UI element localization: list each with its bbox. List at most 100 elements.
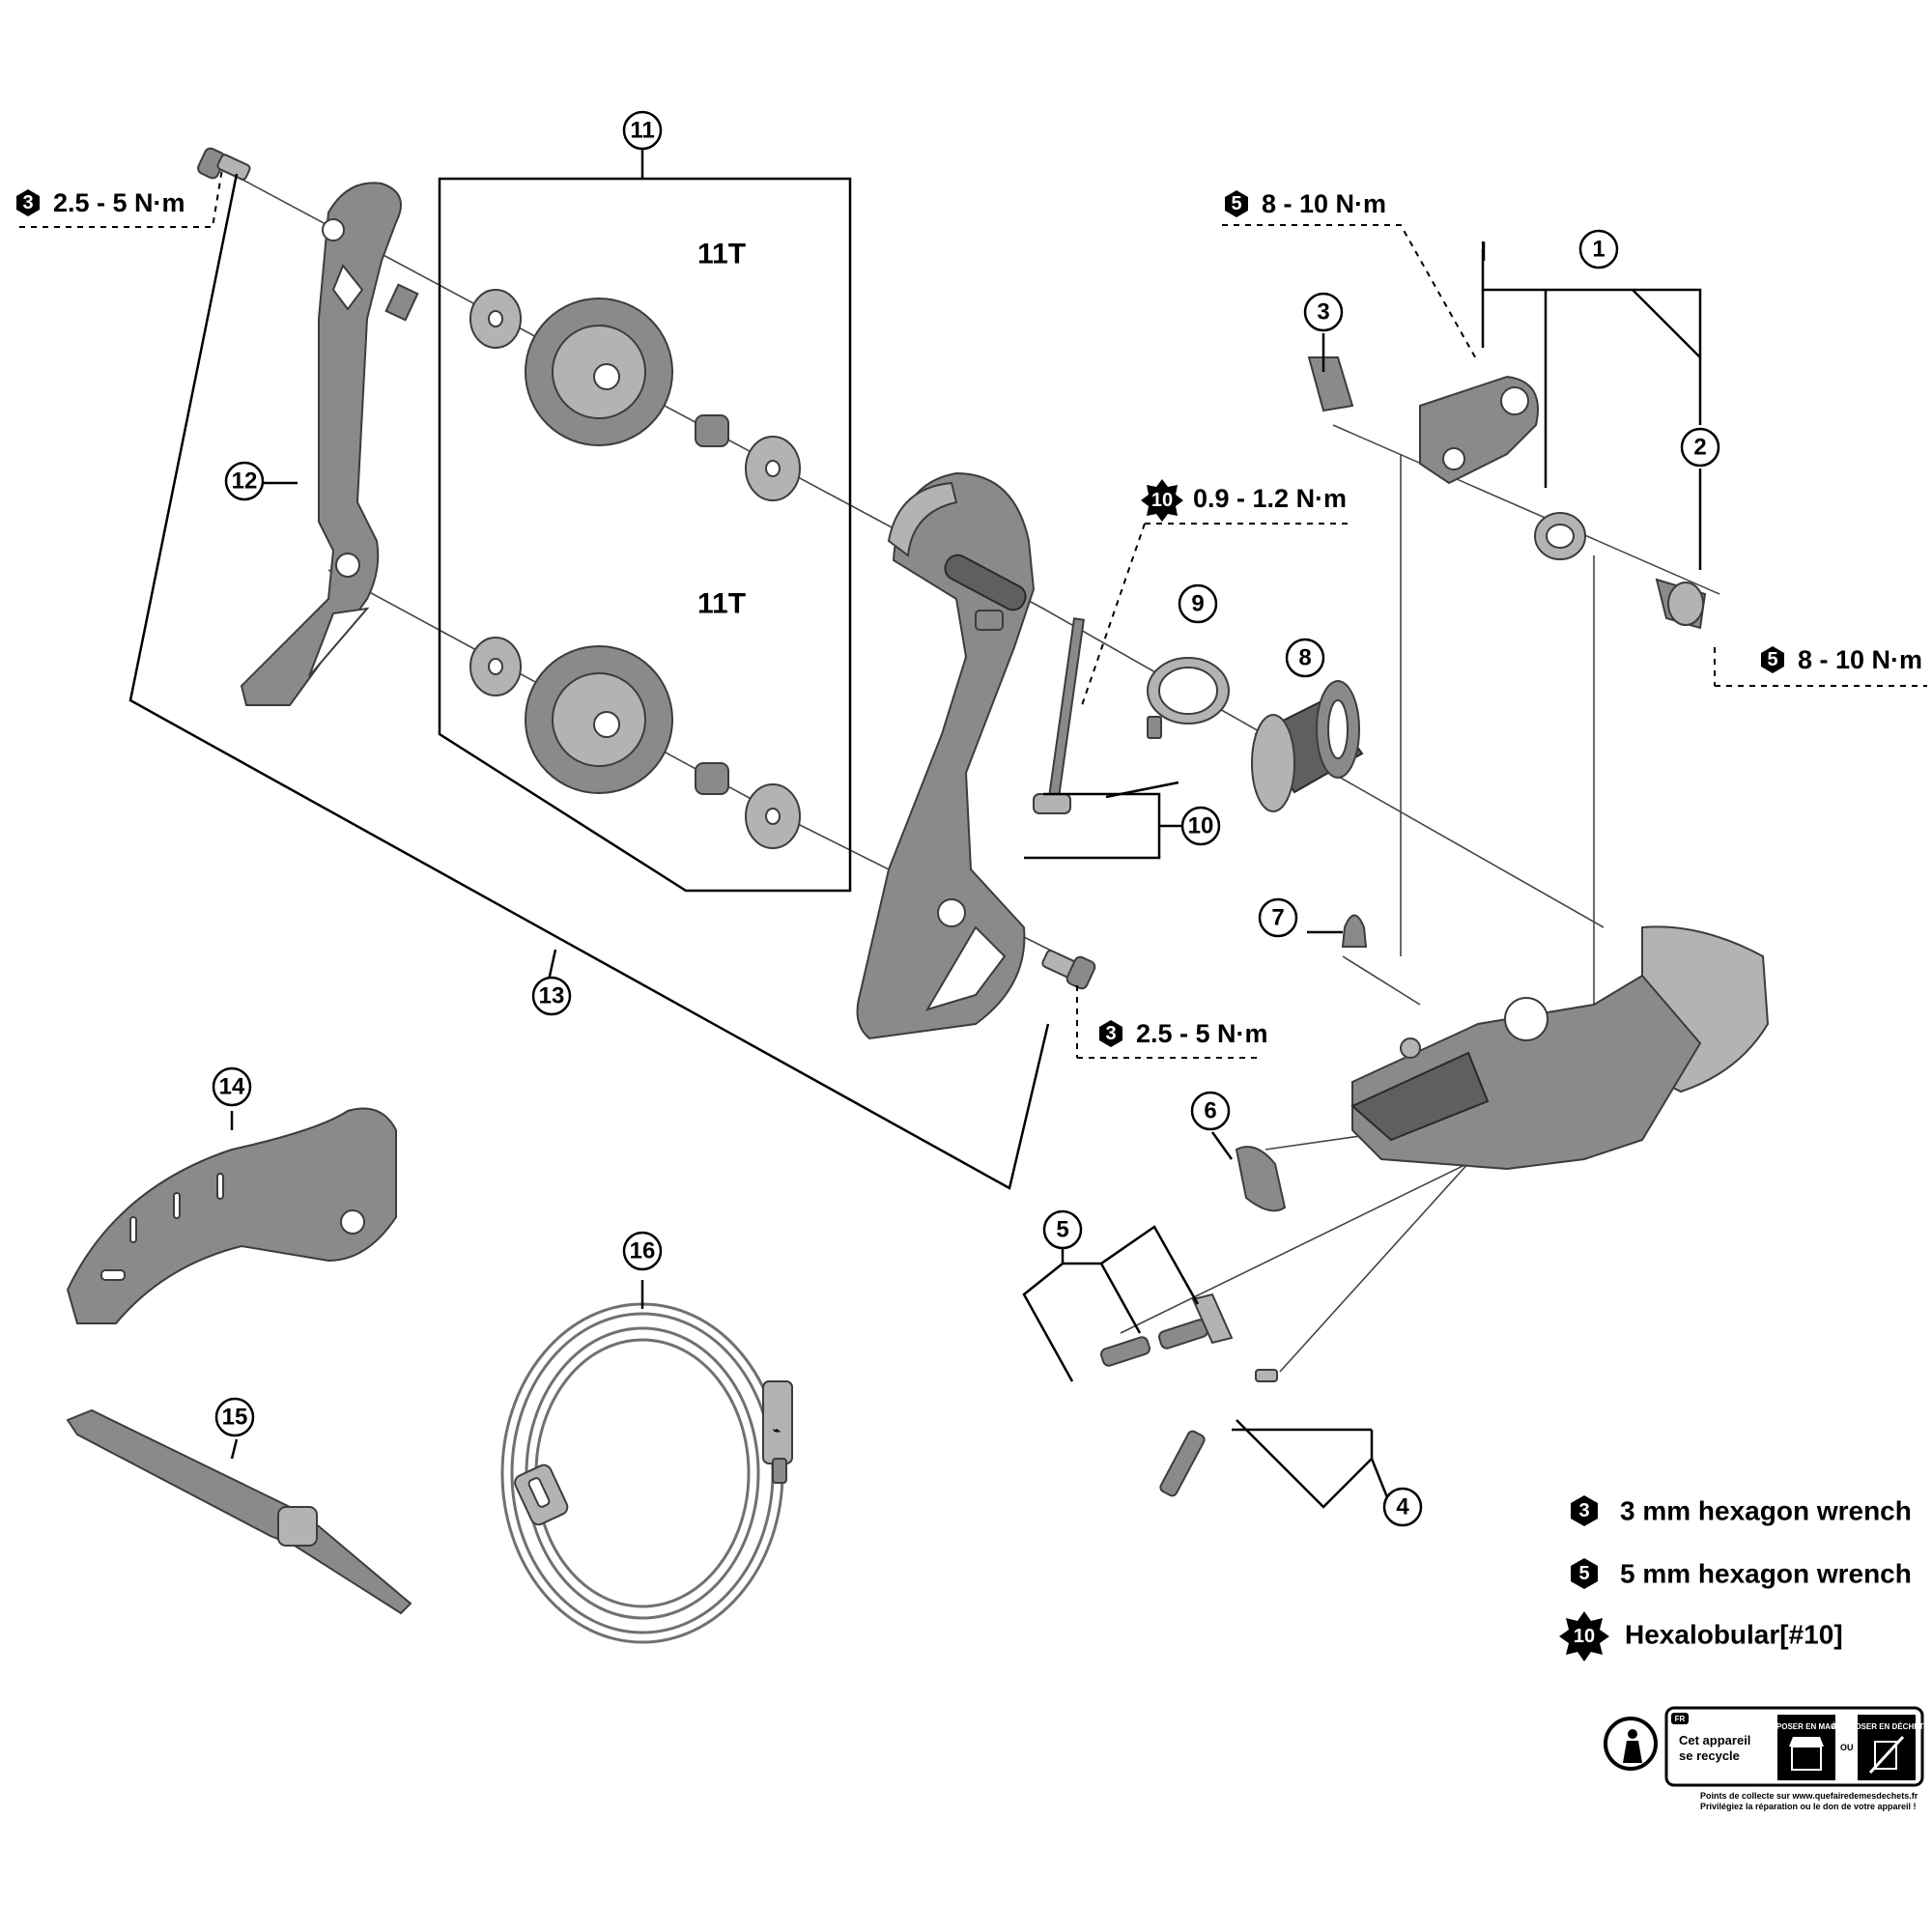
svg-text:13: 13 bbox=[539, 983, 565, 1009]
legend-item-hexalobular: 10 Hexalobular[#10] bbox=[1559, 1611, 1843, 1662]
svg-text:1: 1 bbox=[1592, 237, 1605, 263]
svg-text:5: 5 bbox=[1578, 1563, 1589, 1584]
svg-text:Hexalobular[#10]: Hexalobular[#10] bbox=[1625, 1620, 1843, 1650]
callout-6: 6 bbox=[1190, 1091, 1231, 1131]
tension-screw-10 bbox=[1033, 617, 1085, 814]
legend-item-3mm: 3 3 mm hexagon wrench bbox=[1571, 1495, 1912, 1526]
leader-lines bbox=[128, 150, 1702, 1509]
torque-right: 5 8 - 10 N·m bbox=[1761, 645, 1922, 674]
svg-text:5: 5 bbox=[1056, 1217, 1068, 1243]
hexalobular-icon bbox=[1141, 479, 1183, 522]
svg-text:16: 16 bbox=[630, 1238, 656, 1264]
torque-top-left: 3 2.5 - 5 N·m bbox=[16, 188, 185, 217]
torque-top-right: 5 8 - 10 N·m bbox=[1225, 189, 1386, 218]
svg-text:5: 5 bbox=[1231, 193, 1241, 214]
callout-16: 16 bbox=[622, 1231, 663, 1271]
svg-text:À DÉPOSER EN DÉCHÈTERIE: À DÉPOSER EN DÉCHÈTERIE bbox=[1832, 1722, 1932, 1731]
svg-text:10: 10 bbox=[1151, 490, 1173, 511]
svg-text:5 mm hexagon wrench: 5 mm hexagon wrench bbox=[1620, 1559, 1912, 1589]
svg-text:10: 10 bbox=[1188, 813, 1214, 839]
svg-text:11: 11 bbox=[630, 118, 654, 144]
no-trash-icon bbox=[1868, 1735, 1905, 1775]
torque-bottom: 3 2.5 - 5 N·m bbox=[1099, 1019, 1268, 1048]
ring-9 bbox=[1147, 657, 1230, 739]
svg-text:8 - 10 N·m: 8 - 10 N·m bbox=[1798, 645, 1922, 674]
chain-guide bbox=[66, 1107, 397, 1324]
svg-text:2: 2 bbox=[1693, 435, 1706, 461]
svg-text:3: 3 bbox=[1317, 299, 1329, 326]
cage-bolt-bottom bbox=[1041, 950, 1096, 990]
recycle-person-icon bbox=[1604, 1717, 1658, 1771]
callout-14: 14 bbox=[212, 1066, 252, 1107]
svg-text:14: 14 bbox=[219, 1074, 245, 1100]
b-tension-parts bbox=[1307, 356, 1707, 630]
svg-text:3: 3 bbox=[1105, 1023, 1116, 1044]
svg-text:12: 12 bbox=[232, 469, 258, 495]
callout-1: 1 bbox=[1578, 229, 1619, 270]
cage-bolt-top bbox=[197, 147, 251, 181]
svg-text:0.9 - 1.2 N·m: 0.9 - 1.2 N·m bbox=[1193, 484, 1347, 513]
svg-text:15: 15 bbox=[222, 1405, 248, 1431]
svg-text:3 mm hexagon wrench: 3 mm hexagon wrench bbox=[1620, 1496, 1912, 1526]
pulley-set: 11T 11T bbox=[438, 177, 852, 893]
svg-text:se recycle: se recycle bbox=[1679, 1748, 1740, 1763]
legend-item-5mm: 5 5 mm hexagon wrench bbox=[1571, 1558, 1912, 1589]
svg-text:10: 10 bbox=[1574, 1626, 1595, 1647]
svg-text:3: 3 bbox=[22, 192, 33, 213]
hexalobular-icon bbox=[1559, 1611, 1609, 1662]
shop-icon bbox=[1789, 1737, 1824, 1771]
hex-wrench-icon bbox=[1571, 1495, 1598, 1526]
torque-middle: 10 0.9 - 1.2 N·m bbox=[1141, 479, 1347, 522]
svg-text:5: 5 bbox=[1767, 649, 1777, 670]
torque-leaders bbox=[19, 168, 1927, 1059]
callout-4: 4 bbox=[1382, 1487, 1423, 1527]
hex-wrench-icon bbox=[16, 189, 40, 216]
callout-3: 3 bbox=[1303, 292, 1344, 332]
spring-8 bbox=[1251, 680, 1364, 812]
svg-text:6: 6 bbox=[1204, 1098, 1216, 1124]
lower-pulley-wheel bbox=[525, 645, 673, 794]
svg-text:FR: FR bbox=[1675, 1715, 1686, 1723]
assembly-axis-lines bbox=[231, 173, 1720, 1373]
callout-12: 12 bbox=[224, 461, 265, 501]
cover-6 bbox=[1235, 1146, 1287, 1212]
svg-text:2.5 - 5 N·m: 2.5 - 5 N·m bbox=[53, 188, 185, 217]
usb-plug-icon: ⌁ bbox=[762, 1380, 793, 1484]
callout-5: 5 bbox=[1042, 1209, 1083, 1250]
callout-15: 15 bbox=[214, 1397, 255, 1437]
svg-text:4: 4 bbox=[1396, 1494, 1409, 1520]
upper-pulley-wheel bbox=[525, 298, 673, 446]
cable-connector bbox=[514, 1463, 569, 1526]
cap-7 bbox=[1341, 914, 1368, 948]
svg-text:Points de collecte sur www.que: Points de collecte sur www.quefairedemes… bbox=[1700, 1791, 1918, 1801]
svg-text:Privilégiez la réparation ou l: Privilégiez la réparation ou le don de v… bbox=[1700, 1802, 1917, 1811]
hex-wrench-icon bbox=[1225, 190, 1248, 217]
svg-text:8 - 10 N·m: 8 - 10 N·m bbox=[1262, 189, 1386, 218]
callout-8: 8 bbox=[1285, 638, 1325, 678]
derailleur-body bbox=[1350, 925, 1770, 1171]
callout-11: 11 bbox=[622, 110, 663, 151]
callout-2: 2 bbox=[1680, 427, 1720, 468]
pin-4 bbox=[1159, 1369, 1278, 1497]
lower-pulley-teeth-label: 11T bbox=[697, 588, 746, 620]
outer-cage-plate bbox=[856, 471, 1036, 1040]
hex-wrench-icon bbox=[1571, 1558, 1598, 1589]
inner-cage-plate bbox=[240, 182, 419, 706]
svg-text:Cet appareil: Cet appareil bbox=[1679, 1733, 1750, 1747]
callout-10: 10 bbox=[1180, 806, 1221, 846]
callout-7: 7 bbox=[1258, 897, 1298, 938]
screws-5 bbox=[1100, 1293, 1234, 1367]
callout-13: 13 bbox=[531, 976, 572, 1016]
svg-text:OU: OU bbox=[1840, 1743, 1854, 1752]
svg-text:7: 7 bbox=[1271, 905, 1284, 931]
upper-pulley-teeth-label: 11T bbox=[697, 239, 746, 270]
svg-text:3: 3 bbox=[1578, 1500, 1589, 1521]
tool-15 bbox=[66, 1408, 412, 1615]
tool-legend: 3 3 mm hexagon wrench 5 5 mm hexagon wre… bbox=[1559, 1495, 1912, 1662]
svg-text:2.5 - 5 N·m: 2.5 - 5 N·m bbox=[1136, 1019, 1268, 1048]
hex-wrench-icon bbox=[1761, 646, 1784, 673]
callout-9: 9 bbox=[1178, 583, 1218, 624]
svg-text:9: 9 bbox=[1191, 591, 1204, 617]
svg-text:8: 8 bbox=[1298, 645, 1311, 671]
